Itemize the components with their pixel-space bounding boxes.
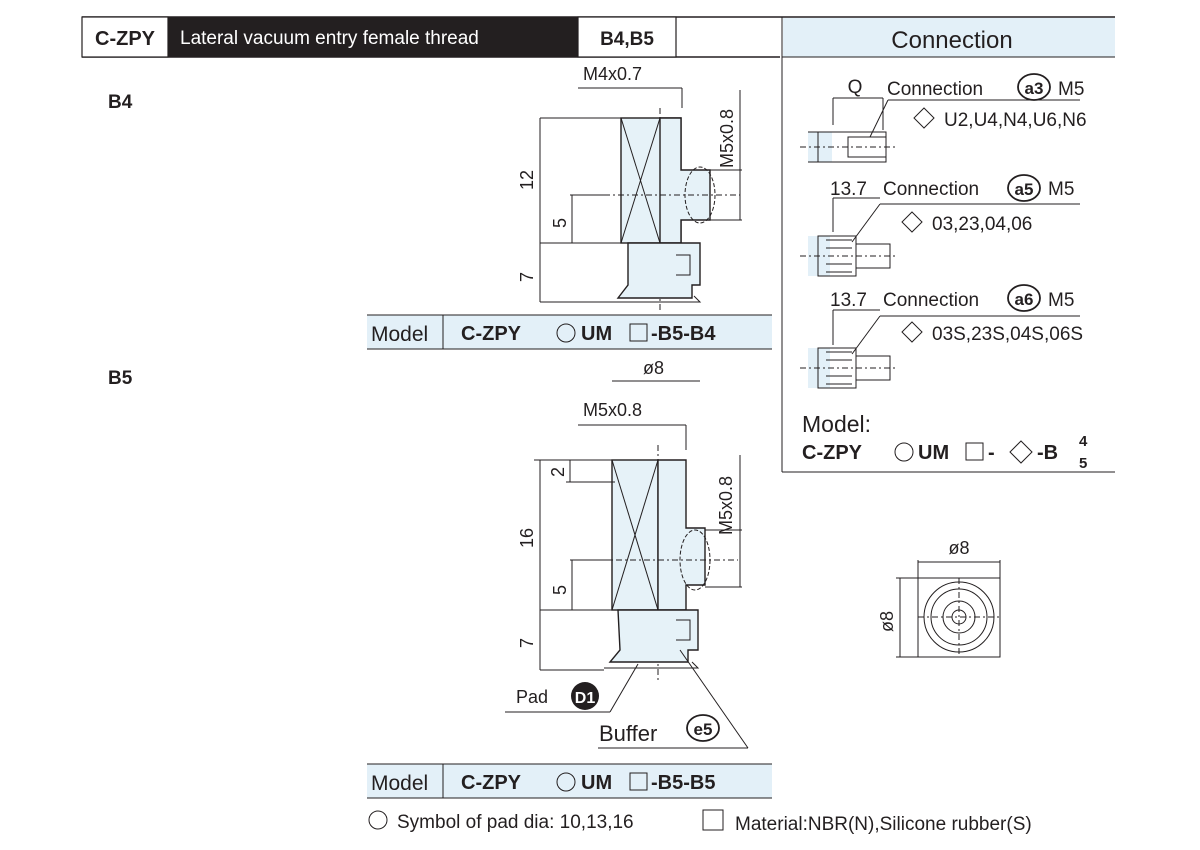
b4-model-code-post: -B5-B4: [651, 323, 716, 345]
b4-label: B4: [108, 92, 133, 113]
conn-a5-badge-circle: [1007, 174, 1041, 202]
pad-dia-legend-symbol: [368, 810, 388, 830]
b5-thread-top: M5x0.8: [583, 400, 642, 420]
conn-a3-dim: Q: [848, 77, 863, 98]
footer-legend: Symbol of pad dia: 10,13,16 Material:NBR…: [368, 809, 1032, 835]
b5-dim-mid: 5: [550, 585, 570, 595]
connection-panel: Connection: [781, 17, 1115, 473]
b4-dim-mid: 5: [550, 218, 570, 228]
conn-a5-diamond-symbol: [901, 211, 923, 233]
b4-model-strip: Model C-ZPY UM -B5-B4: [367, 314, 772, 350]
b5-pad-label: Pad: [516, 687, 548, 707]
connection-item-a3: Q Connection a3 M5 U2,U4,N4,U6,N6: [800, 73, 1087, 163]
material-legend-symbol: [702, 809, 724, 831]
b4-thread-top: M4x0.7: [583, 64, 642, 84]
material-symbol: [629, 772, 648, 791]
conn-a3-diamond-symbol: [913, 107, 935, 129]
b5-model-code-mid: UM: [581, 772, 612, 794]
conn-a5-label: Connection: [883, 179, 979, 200]
b4-thread-side: M5x0.8: [717, 109, 737, 168]
conn-a3-thread: M5: [1058, 79, 1084, 100]
b4-dim-bottom: 7: [517, 272, 537, 282]
conn-model-code-b: -B: [1037, 442, 1058, 464]
connection-model: Model: C-ZPY UM - -B 4 5: [802, 411, 1088, 472]
connection-item-a6: 13.7 Connection a6 M5 03S,23S,04S,06S: [800, 284, 1083, 389]
conn-a6-codes: 03S,23S,04S,06S: [932, 324, 1083, 345]
conn-a6-badge: a6: [1015, 290, 1034, 309]
connection-diamond-symbol: [1009, 440, 1033, 464]
conn-model-sup: 4: [1079, 433, 1088, 450]
conn-a3-label: Connection: [887, 79, 983, 100]
b5-dia-top: ø8: [643, 358, 664, 378]
header-variants: B4,B5: [600, 29, 654, 50]
footer-pad-dia: Symbol of pad dia: 10,13,16: [397, 812, 634, 833]
header-title: Lateral vacuum entry female thread: [180, 28, 479, 49]
pad-dia-symbol: [556, 772, 576, 792]
pad-dia-symbol: [894, 442, 914, 462]
conn-a5-thread: M5: [1048, 179, 1074, 200]
b5-model-code-pre: C-ZPY: [461, 772, 522, 794]
header-series: C-ZPY: [95, 28, 156, 50]
b4-model-code-mid: UM: [581, 323, 612, 345]
b4-model-code-pre: C-ZPY: [461, 323, 522, 345]
buffer-badge-circle: [686, 714, 720, 742]
b5-dim-height: 16: [517, 528, 537, 548]
conn-model-sub: 5: [1079, 455, 1087, 472]
b5-thread-side: M5x0.8: [716, 476, 736, 535]
b4-model-label: Model: [371, 323, 428, 346]
conn-a5-dim: 13.7: [830, 179, 867, 200]
conn-model-code-mid: UM: [918, 442, 949, 464]
connection-title: Connection: [891, 27, 1012, 54]
header-bar: C-ZPY Lateral vacuum entry female thread…: [81, 16, 1115, 58]
topview-dia-h: ø8: [948, 538, 969, 558]
conn-a3-codes: U2,U4,N4,U6,N6: [944, 110, 1087, 131]
b5-drawing: ø8 M5x0.8 M5x0.8 2 16 5 7: [505, 358, 749, 749]
conn-a5-badge: a5: [1015, 180, 1034, 199]
conn-a6-thread: M5: [1048, 290, 1074, 311]
b5-label: B5: [108, 368, 133, 389]
connection-item-a5: 13.7 Connection a5 M5 03,23,04,06: [800, 174, 1080, 277]
conn-a6-diamond-symbol: [901, 321, 923, 343]
topview-dia-v: ø8: [877, 611, 897, 632]
conn-a6-dim: 13.7: [830, 290, 867, 311]
top-view: ø8 ø8: [877, 538, 1001, 658]
b4-drawing: M4x0.7 M5x0.8 12 5 7: [517, 64, 742, 310]
conn-a6-label: Connection: [883, 290, 979, 311]
b4-dim-height: 12: [517, 170, 537, 190]
conn-model-code-pre: C-ZPY: [802, 442, 863, 464]
b5-dim-bottom: 7: [517, 638, 537, 648]
b5-pad-badge: D1: [575, 690, 596, 707]
conn-a3-badge: a3: [1025, 79, 1044, 98]
b5-buffer-label: Buffer: [599, 721, 657, 746]
pad-badge-circle: [571, 682, 599, 710]
b5-model-label: Model: [371, 772, 428, 795]
conn-a3-badge-circle: [1017, 73, 1051, 101]
conn-a6-badge-circle: [1007, 284, 1041, 312]
material-symbol: [965, 442, 984, 461]
conn-model-label: Model:: [802, 411, 871, 437]
b5-dim-top: 2: [548, 467, 568, 477]
pad-dia-symbol: [556, 323, 576, 343]
b5-model-code-post: -B5-B5: [651, 772, 715, 794]
material-symbol: [629, 323, 648, 342]
conn-a5-codes: 03,23,04,06: [932, 214, 1032, 235]
conn-model-code-dash: -: [988, 442, 995, 464]
b5-model-strip: Model C-ZPY UM -B5-B5: [367, 763, 772, 799]
b5-buffer-badge: e5: [694, 720, 713, 739]
footer-material: Material:NBR(N),Silicone rubber(S): [735, 814, 1032, 835]
